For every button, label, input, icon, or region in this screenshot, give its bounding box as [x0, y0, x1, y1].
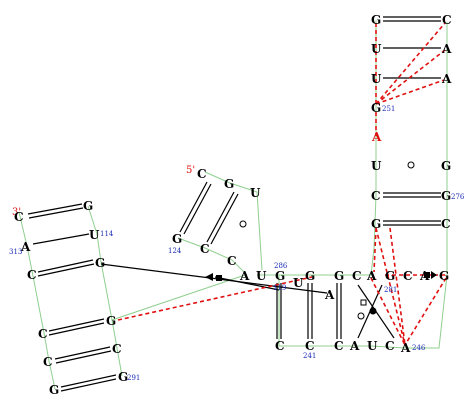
- nucleotide: G: [371, 13, 381, 27]
- nucleotide: A: [419, 269, 430, 283]
- triangle-marker: [431, 271, 437, 279]
- circle-marker: [369, 307, 377, 315]
- nucleotide: A: [441, 72, 452, 86]
- position-number: 313: [9, 248, 22, 256]
- nucleotide: U: [371, 159, 382, 173]
- position-numbers: 251 276 124 286 281 246 241 114 313 291 …: [9, 105, 465, 382]
- interaction-symbols: [205, 161, 437, 320]
- nucleotide: C: [352, 269, 362, 283]
- nucleotide: A: [349, 339, 360, 353]
- nucleotide: C: [441, 217, 451, 231]
- square-marker: [216, 275, 222, 281]
- backbone: [18, 20, 448, 390]
- nucleotide: G: [83, 199, 93, 213]
- nucleotide: C: [334, 339, 344, 353]
- nucleotide: G: [385, 269, 395, 283]
- nucleotide: C: [197, 167, 207, 181]
- square-marker: [360, 299, 367, 306]
- position-number: 276: [451, 193, 465, 201]
- nucleotide: G: [118, 370, 128, 384]
- noncanonical-interactions: [117, 22, 447, 346]
- nucleotide: G: [95, 256, 105, 270]
- nucleotide: C: [442, 13, 452, 27]
- nucleotide: A: [366, 269, 377, 283]
- nucleotide: U: [367, 339, 378, 353]
- nucleotide: C: [371, 189, 381, 203]
- five-prime-label: 5': [186, 165, 195, 176]
- nucleotide: A: [371, 130, 382, 144]
- nucleotide: A: [324, 288, 335, 302]
- nucleotide: U: [293, 276, 304, 290]
- position-number: 119: [273, 284, 286, 292]
- nucleotide: G: [49, 383, 59, 397]
- nucleotide: U: [250, 186, 261, 200]
- nucleotide: G: [439, 269, 449, 283]
- nucleotide: U: [256, 269, 267, 283]
- nucleotide: U: [371, 72, 382, 86]
- nucleotide: G: [305, 269, 315, 283]
- nucleotide: C: [200, 242, 210, 256]
- base-pair-lines: [27, 16, 441, 392]
- nucleotide: G: [441, 189, 451, 203]
- nucleotide: A: [441, 42, 452, 56]
- wobble-marker: [407, 161, 415, 169]
- position-number: 124: [168, 247, 182, 255]
- wobble-marker: [239, 220, 247, 228]
- circle-marker: [357, 312, 365, 320]
- nucleotide: C: [27, 268, 37, 282]
- position-number: 241: [303, 352, 316, 360]
- nucleotide: G: [334, 269, 344, 283]
- nucleotide: C: [385, 339, 395, 353]
- square-marker: [424, 272, 430, 278]
- nucleotide: C: [38, 327, 48, 341]
- triangle-marker: [205, 273, 213, 281]
- nucleotides: G C U A U A G A U G C G G C C G U G C C …: [14, 13, 452, 397]
- nucleotide: G: [275, 269, 285, 283]
- nucleotide: C: [112, 342, 122, 356]
- nucleotide: A: [239, 269, 250, 283]
- nucleotide: C: [275, 339, 285, 353]
- nucleotide: G: [106, 314, 116, 328]
- position-number: 291: [127, 374, 140, 382]
- position-number: 251: [382, 105, 395, 113]
- position-number: 286: [274, 262, 288, 270]
- position-number: 114: [100, 230, 114, 238]
- nucleotide: A: [20, 240, 31, 254]
- position-number: 281: [384, 286, 397, 294]
- nucleotide: U: [371, 42, 382, 56]
- three-prime-label: 3': [12, 207, 21, 218]
- nucleotide: G: [371, 217, 381, 231]
- nucleotide: C: [43, 355, 53, 369]
- nucleotide: G: [441, 159, 451, 173]
- nucleotide: U: [89, 228, 100, 242]
- nucleotide: G: [172, 232, 182, 246]
- nucleotide: A: [400, 341, 411, 355]
- nucleotide: C: [227, 254, 237, 268]
- position-number: 246: [412, 344, 426, 352]
- nucleotide: C: [305, 339, 315, 353]
- nucleotide: C: [403, 269, 413, 283]
- nucleotide: C: [14, 210, 24, 224]
- nucleotide: G: [371, 101, 381, 115]
- nucleotide: G: [224, 177, 234, 191]
